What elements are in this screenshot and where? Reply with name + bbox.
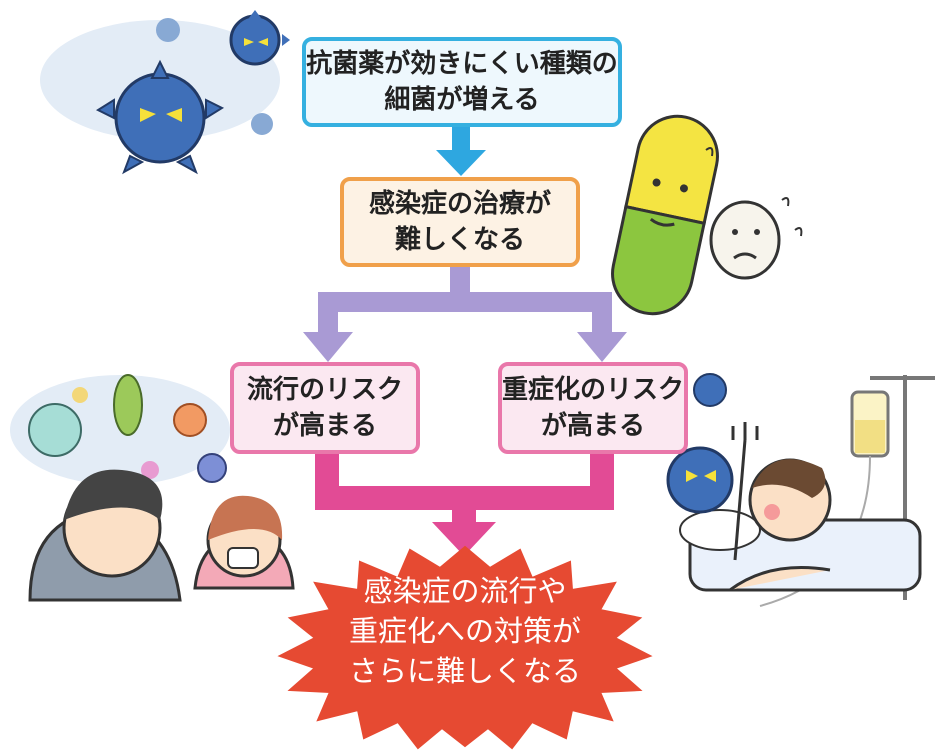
germ-cluster-icon [28, 374, 227, 483]
flow-box-severity-risk: 重症化のリスク が高まる [498, 362, 688, 454]
bacteria-tiny-icon [251, 113, 273, 135]
flow-box-text: 細菌が増える [384, 85, 540, 115]
worried-pills-illustration [611, 114, 803, 316]
bacteria-small-icon [229, 10, 290, 66]
flow-box-text: が高まる [272, 411, 377, 441]
tablet-pill-icon [709, 200, 781, 280]
devil-bacteria-icon [654, 373, 759, 561]
flow-box-resistant-bacteria: 抗菌薬が効きにくい種類の 細菌が増える [302, 37, 622, 127]
bacteria-tiny-icon [156, 18, 180, 42]
flow-box-text: 感染症の治療が [368, 189, 551, 219]
capsule-pill-icon [611, 114, 719, 316]
flow-box-text: 抗菌薬が効きにくい種類の [306, 49, 618, 79]
iv-drip-icon [759, 375, 935, 607]
flow-box-text: 重症化のリスク [502, 375, 685, 405]
result-burst-shape [277, 545, 653, 750]
sick-family-illustration [10, 374, 295, 602]
sick-woman-icon [193, 495, 295, 590]
flow-box-treatment-difficult: 感染症の治療が 難しくなる [340, 177, 580, 267]
flow-box-text: 流行のリスク [246, 375, 403, 405]
patient-in-bed-icon [679, 458, 922, 592]
arrow-split-purple [303, 267, 627, 362]
flow-box-text: 難しくなる [394, 225, 525, 255]
bacteria-illustration [40, 10, 290, 175]
result-text: さらに難しくなる [348, 654, 581, 688]
arrow-merge-pink [315, 454, 614, 556]
flow-box-epidemic-risk: 流行のリスク が高まる [230, 362, 420, 454]
arrow-down-blue [436, 127, 486, 176]
result-text: 重症化への対策が [348, 614, 581, 648]
result-text: 感染症の流行や [363, 574, 567, 608]
flow-box-text: が高まる [540, 411, 645, 441]
hospital-patient-illustration [654, 373, 935, 607]
sick-man-icon [28, 469, 182, 602]
bacteria-large-icon [95, 59, 225, 175]
result-burst-text: 感染症の流行や 重症化への対策が さらに難しくなる [300, 566, 630, 696]
